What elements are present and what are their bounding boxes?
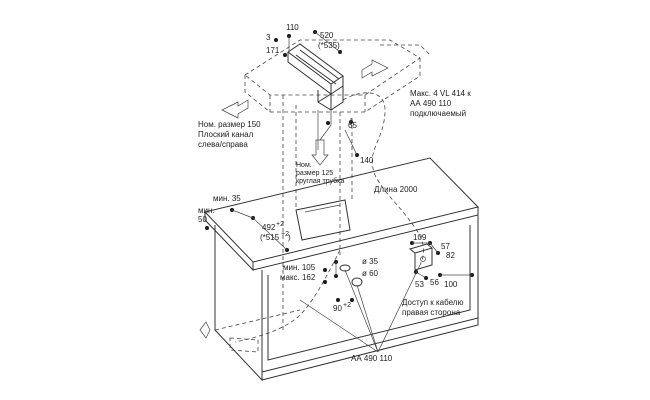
diameter-60-label: ø 60 [362,269,379,278]
dim-109: 109 [413,233,427,242]
min-50-label-1: мин. [198,206,215,215]
dim-57: 57 [441,242,450,251]
labels: 110 520 (*535) 3 171 65 140 Макс. 4 VL 4… [198,23,471,363]
min-50-label-2: 50 [198,215,207,224]
diameter-35-label: ø 35 [362,257,379,266]
max-162-label: макс. 162 [280,273,316,282]
dim-492: 492 [262,223,276,232]
min-35-label: мин. 35 [213,194,241,203]
dim-492-tolerance: +2 [276,221,284,228]
dim-140: 140 [360,156,374,165]
nominal-125-label-1: Ном. [296,162,312,169]
cabinet-body [214,215,479,382]
cable-access-label-2: правая сторона [402,308,461,317]
dim-100: 100 [444,280,458,289]
socket-box [408,243,433,271]
cable-access-label-1: Доступ к кабелю [402,298,463,307]
flat-channel-label: Плоский канал [198,130,254,139]
max-connected-label: Макс. 4 VL 414 к [410,89,471,98]
dim-520: 520 [320,31,334,40]
cable-length-label: Длина 2000 [374,185,418,194]
downdraft-unit [287,43,344,111]
dim-515-close: ) [288,233,291,242]
cabinet-holes [339,264,363,287]
dim-110: 110 [286,23,299,32]
dim-90-tolerance: +2 [343,302,351,309]
dim-56: 56 [430,278,439,287]
dim-3: 3 [266,33,271,42]
min-105-label: мин. 105 [283,263,316,272]
cable-path [234,92,424,343]
dim-53: 53 [415,280,424,289]
dim-65: 65 [348,121,357,130]
dim-171: 171 [266,46,280,55]
dim-82: 82 [446,251,455,260]
accessory-code-bottom-label: АА 490 110 [351,354,393,363]
dim-515-tolerance: +2 [281,231,289,238]
nominal-125-label-2: размер 125 [296,170,333,177]
guide-lines [282,95,353,330]
connected-label: подключаемый [410,109,466,118]
plug-left [199,321,259,353]
duct-frame [244,39,431,113]
dimension-marks [205,30,474,353]
round-pipe-label: круглая трубка [296,177,344,185]
airflow-arrows [221,59,389,166]
dim-515: (*515 [260,233,280,242]
left-right-label: слева/справа [198,140,248,149]
accessory-code-label: АА 490 110 [410,99,452,108]
nominal-150-label: Ном. размер 150 [198,120,261,129]
dim-535: (*535) [318,41,340,50]
dim-90: 90 [333,304,342,313]
